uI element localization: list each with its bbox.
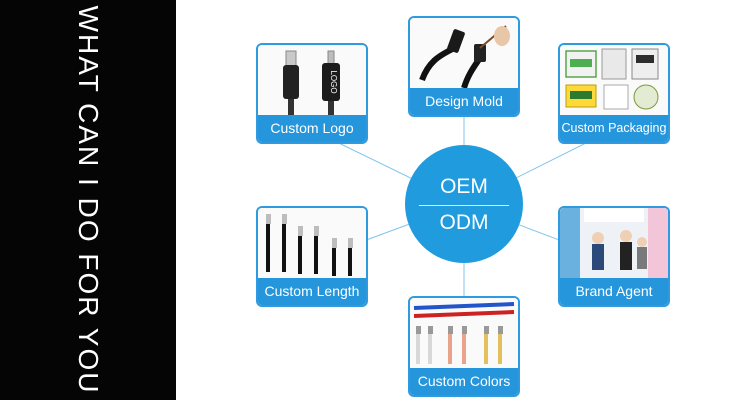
brand-agent-label: Brand Agent (560, 278, 668, 305)
card-custom-logo: LOGO Custom Logo (256, 43, 368, 144)
design-mold-image (410, 18, 518, 89)
card-custom-length: Custom Length (256, 206, 368, 307)
custom-length-label: Custom Length (258, 278, 366, 305)
custom-colors-image (410, 298, 518, 368)
custom-packaging-label: Custom Packaging (560, 115, 668, 142)
custom-colors-label: Custom Colors (410, 368, 518, 395)
card-custom-packaging: Custom Packaging (558, 43, 670, 144)
custom-logo-image: LOGO (258, 45, 366, 115)
center-divider (419, 205, 509, 206)
logo-text: LOGO (329, 70, 338, 93)
card-custom-colors: Custom Colors (408, 296, 520, 397)
oem-text: OEM (440, 175, 488, 198)
card-brand-agent: Brand Agent (558, 206, 670, 307)
left-title-bar: WHAT CAN I DO FOR YOU (0, 0, 176, 400)
custom-length-image (258, 208, 366, 278)
custom-packaging-image (560, 45, 668, 115)
custom-logo-label: Custom Logo (258, 115, 366, 142)
card-design-mold: Design Mold (408, 16, 520, 117)
design-mold-label: Design Mold (410, 88, 518, 115)
odm-text: ODM (439, 211, 489, 234)
brand-agent-image (560, 208, 668, 278)
oem-odm-circle: OEM ODM (405, 145, 523, 263)
